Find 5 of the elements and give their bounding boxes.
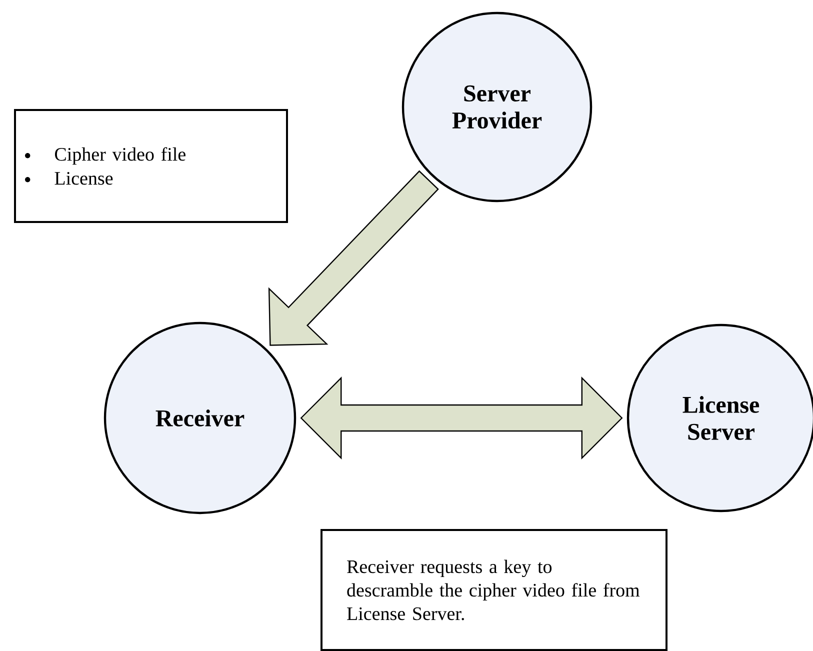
list-box: Cipher video file License: [14, 109, 288, 223]
circle-node: Server Provider: [402, 12, 592, 202]
circle-node: License Server: [626, 324, 813, 512]
circle-node: Receiver: [104, 322, 296, 514]
note-box: Receiver requests a key to descramble the cipher video file from License Server.: [320, 529, 668, 651]
